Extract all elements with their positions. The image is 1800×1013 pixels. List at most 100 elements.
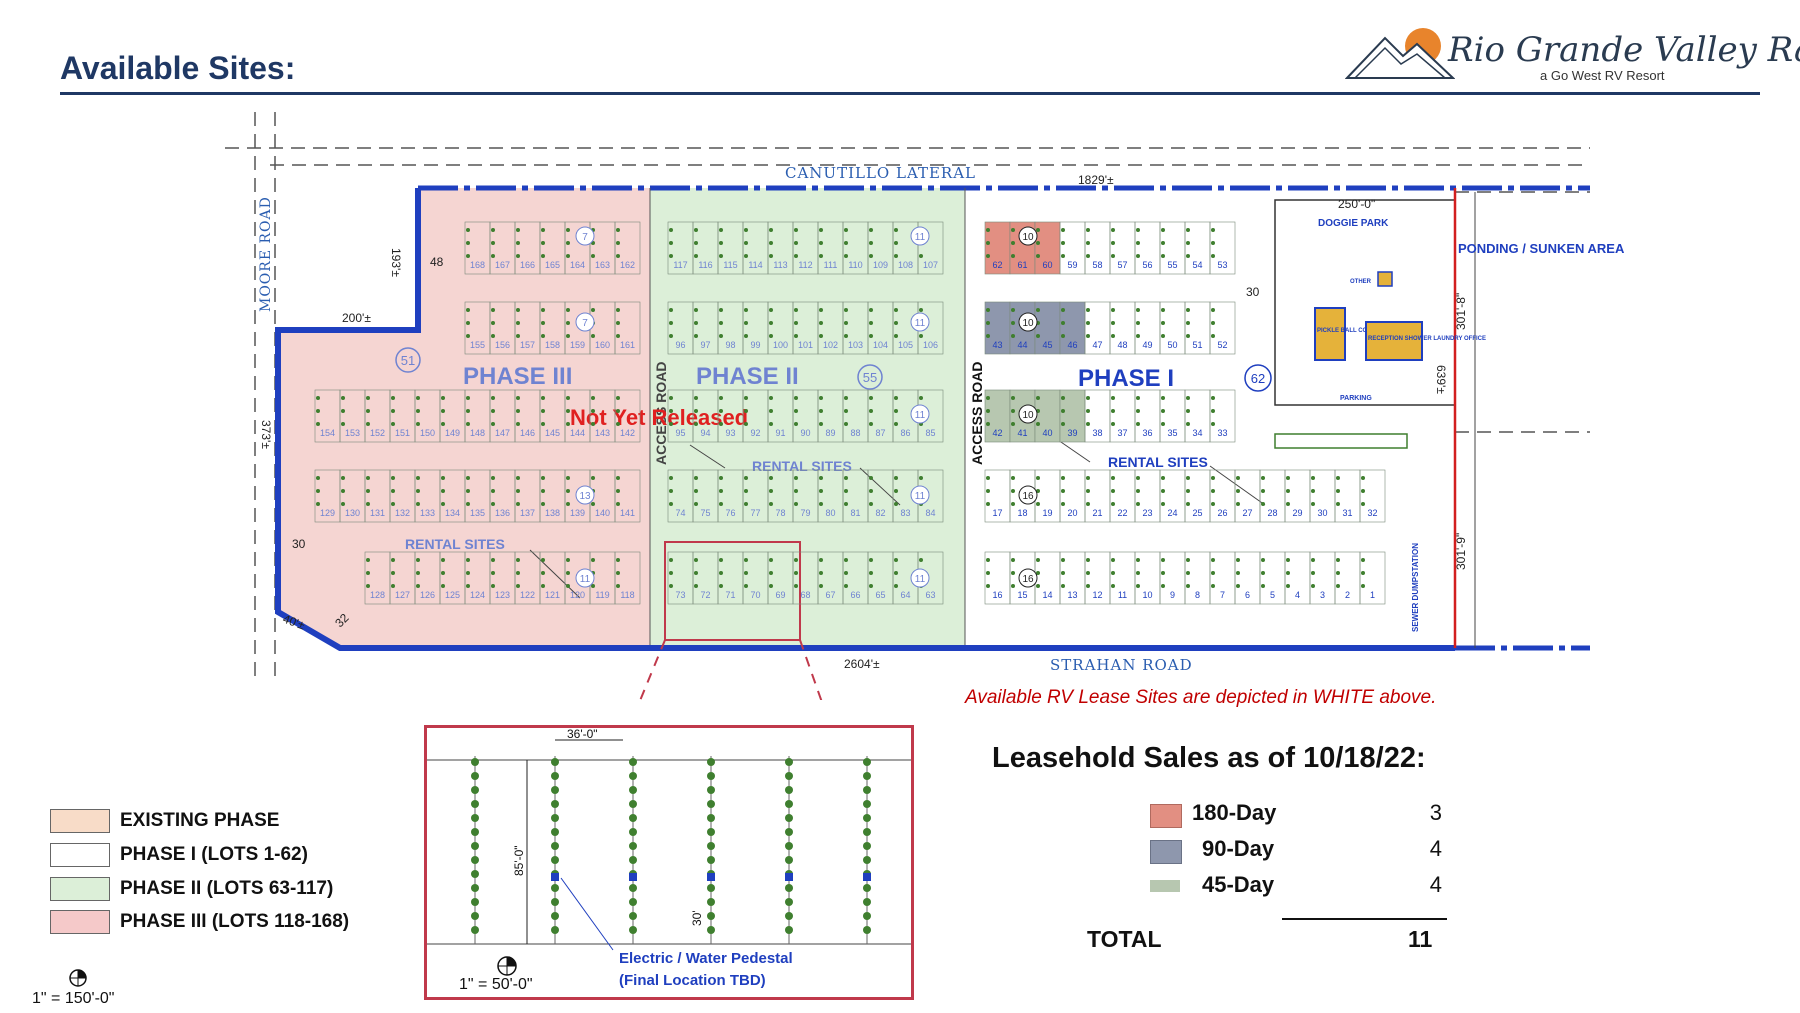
tree-icon xyxy=(1236,489,1240,493)
access-road-label-1: ACCESS ROAD xyxy=(653,362,669,465)
tree-icon xyxy=(471,926,479,934)
page-title: Available Sites: xyxy=(60,50,296,86)
lot-number: 142 xyxy=(620,428,635,438)
tree-icon xyxy=(669,502,673,506)
tree-icon xyxy=(366,502,370,506)
tree-icon xyxy=(669,334,673,338)
tree-icon xyxy=(694,241,698,245)
tree-icon xyxy=(616,334,620,338)
tree-icon xyxy=(894,396,898,400)
lot-number: 24 xyxy=(1167,508,1177,518)
tree-icon xyxy=(669,422,673,426)
tree-icon xyxy=(1286,489,1290,493)
tree-icon xyxy=(744,254,748,258)
ponding-label: PONDING / SUNKEN AREA xyxy=(1458,241,1625,256)
tree-icon xyxy=(466,476,470,480)
lot-number: 164 xyxy=(570,260,585,270)
tree-icon xyxy=(1261,502,1265,506)
row-count: 16 xyxy=(1022,491,1034,502)
tree-icon xyxy=(769,409,773,413)
tree-icon xyxy=(869,228,873,232)
tree-icon xyxy=(1061,584,1065,588)
tree-icon xyxy=(869,584,873,588)
lot-number: 120 xyxy=(570,590,585,600)
tree-icon xyxy=(316,409,320,413)
tree-icon xyxy=(707,898,715,906)
tree-icon xyxy=(516,584,520,588)
tree-icon xyxy=(844,241,848,245)
tree-icon xyxy=(1336,476,1340,480)
tree-icon xyxy=(466,396,470,400)
tree-icon xyxy=(694,321,698,325)
tree-icon xyxy=(1261,489,1265,493)
lot-number: 19 xyxy=(1042,508,1052,518)
tree-icon xyxy=(516,241,520,245)
tree-icon xyxy=(366,489,370,493)
tree-icon xyxy=(1186,422,1190,426)
tree-icon xyxy=(566,409,570,413)
tree-icon xyxy=(1011,489,1015,493)
tree-icon xyxy=(744,558,748,562)
tree-icon xyxy=(819,502,823,506)
tree-icon xyxy=(1361,476,1365,480)
tree-icon xyxy=(1086,489,1090,493)
tree-icon xyxy=(1361,571,1365,575)
tree-icon xyxy=(785,828,793,836)
dim-gap-30-left: 30 xyxy=(292,537,306,551)
tree-icon xyxy=(551,786,559,794)
tree-icon xyxy=(694,396,698,400)
lot-number: 26 xyxy=(1217,508,1227,518)
row-count: 11 xyxy=(915,410,926,421)
tree-icon xyxy=(591,584,595,588)
tree-icon xyxy=(707,884,715,892)
tree-icon xyxy=(1136,489,1140,493)
tree-icon xyxy=(1336,571,1340,575)
lot-number: 117 xyxy=(673,260,687,270)
tree-icon xyxy=(316,489,320,493)
tree-icon xyxy=(894,571,898,575)
dim-left-notch: 193'± xyxy=(389,248,403,277)
lot-number: 122 xyxy=(520,590,535,600)
tree-icon xyxy=(744,228,748,232)
dim-left-side: 373'± xyxy=(259,420,273,449)
tree-icon xyxy=(541,228,545,232)
lot-number: 161 xyxy=(620,340,635,350)
tree-icon xyxy=(986,409,990,413)
tree-icon xyxy=(366,422,370,426)
tree-icon xyxy=(1011,584,1015,588)
row-count: 7 xyxy=(582,318,588,329)
phase-iii-label: PHASE III xyxy=(463,363,572,390)
legend-item-existing: EXISTING PHASE xyxy=(50,808,279,834)
detail-width-dim: 36'-0" xyxy=(567,728,598,741)
lot-number: 54 xyxy=(1192,260,1202,270)
lot-number: 11 xyxy=(1118,590,1127,600)
tree-icon xyxy=(629,842,637,850)
tree-icon xyxy=(1211,396,1215,400)
tree-icon xyxy=(566,584,570,588)
tree-icon xyxy=(894,321,898,325)
tree-icon xyxy=(566,241,570,245)
tree-icon xyxy=(669,308,673,312)
lot-number: 153 xyxy=(345,428,360,438)
lot-number: 13 xyxy=(1067,590,1077,600)
tree-icon xyxy=(769,489,773,493)
row-count: 10 xyxy=(1022,232,1034,243)
tree-icon xyxy=(629,758,637,766)
lot-number: 23 xyxy=(1142,508,1152,518)
lot-number: 136 xyxy=(495,508,510,518)
tree-icon xyxy=(986,476,990,480)
tree-icon xyxy=(551,912,559,920)
tree-icon xyxy=(566,571,570,575)
tree-icon xyxy=(794,308,798,312)
lot-number: 52 xyxy=(1217,340,1227,350)
tree-icon xyxy=(1011,571,1015,575)
lot-number: 38 xyxy=(1092,428,1102,438)
lot-number: 47 xyxy=(1092,340,1102,350)
tree-icon xyxy=(616,254,620,258)
tree-icon xyxy=(616,308,620,312)
tree-icon xyxy=(466,558,470,562)
tree-icon xyxy=(1311,502,1315,506)
moore-road-label: MOORE ROAD xyxy=(258,196,274,312)
tree-icon xyxy=(541,502,545,506)
